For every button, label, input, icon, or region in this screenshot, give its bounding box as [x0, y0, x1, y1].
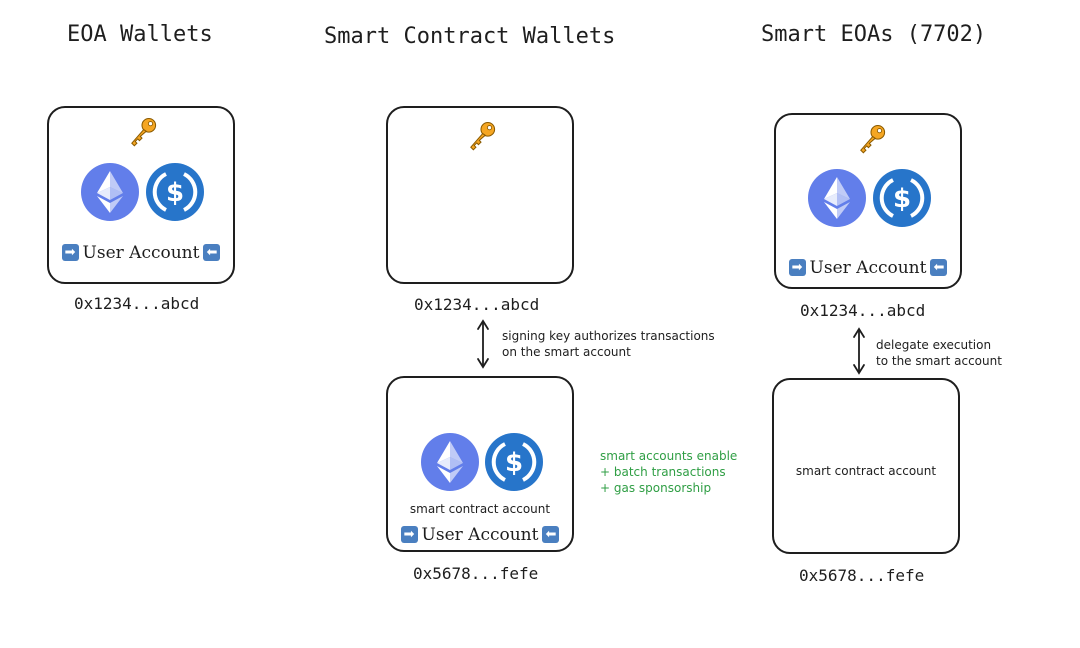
- column-title-smart-eoa: Smart EOAs (7702): [761, 22, 987, 47]
- user-account-label: ➡User Account⬅: [776, 257, 960, 278]
- signer-address: 0x1234...abcd: [414, 295, 540, 314]
- right-arrow-icon: ➡: [788, 259, 806, 276]
- signing-note: signing key authorizes transactions on t…: [502, 329, 715, 359]
- left-arrow-icon: ⬅: [203, 244, 221, 261]
- delegate-note: delegate execution to the smart account: [876, 338, 1002, 368]
- smart-contract-box: smart contract account ➡User Account⬅: [386, 376, 574, 552]
- contract-address: 0x5678...fefe: [413, 564, 539, 583]
- smart-eoa-box: ➡User Account⬅: [774, 113, 962, 289]
- column-title-scw: Smart Contract Wallets: [324, 24, 616, 49]
- contract-label: smart contract account: [795, 464, 937, 478]
- user-account-label: ➡User Account⬅: [49, 242, 233, 263]
- features-note: smart accounts enable + batch transactio…: [600, 449, 738, 495]
- right-arrow-icon: ➡: [61, 244, 79, 261]
- eoa-wallet-box: ➡User Account⬅: [47, 106, 235, 284]
- left-arrow-icon: ⬅: [542, 526, 560, 543]
- delegate-arrow: [853, 327, 865, 375]
- signer-box: [386, 106, 574, 284]
- delegated-contract-address: 0x5678...fefe: [799, 566, 925, 585]
- column-title-eoa: EOA Wallets: [67, 22, 213, 47]
- right-arrow-icon: ➡: [400, 526, 418, 543]
- eoa-address: 0x1234...abcd: [74, 294, 200, 313]
- left-arrow-icon: ⬅: [930, 259, 948, 276]
- smart-eoa-address: 0x1234...abcd: [800, 301, 926, 320]
- delegated-contract-box: smart contract account: [772, 378, 960, 554]
- signing-arrow: [477, 319, 489, 369]
- contract-label: smart contract account: [409, 502, 551, 516]
- user-account-label: ➡User Account⬅: [388, 524, 572, 545]
